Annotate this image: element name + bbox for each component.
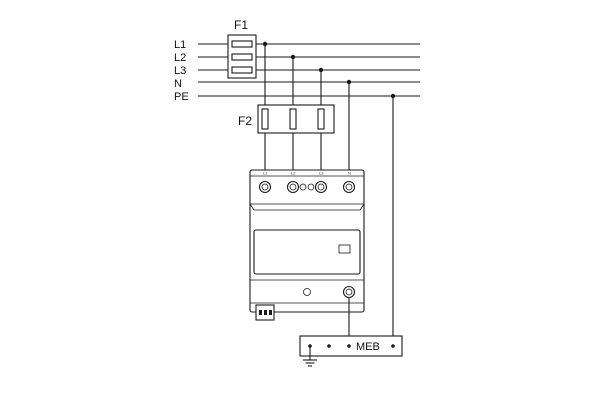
status-indicator-window xyxy=(338,244,351,254)
device-shoulder xyxy=(249,203,365,211)
f1-label: F1 xyxy=(234,18,248,32)
connector-pin-2 xyxy=(264,310,267,315)
meb-bolt-2 xyxy=(327,344,331,348)
conductor-label-pe: PE xyxy=(174,91,189,103)
earth-ground-icon xyxy=(303,346,317,367)
indicator-pair xyxy=(299,183,315,191)
connector-pin-3 xyxy=(269,310,272,315)
f2-label: F2 xyxy=(238,114,252,128)
screw-terminal-n xyxy=(342,180,356,194)
meb-bolt-4 xyxy=(391,344,395,348)
lower-indicator xyxy=(303,288,311,296)
conductor-label-l1: L1 xyxy=(174,39,186,51)
f1-fuse-l2 xyxy=(231,53,253,61)
connector-pin-1 xyxy=(259,310,262,315)
screw-terminal-l1 xyxy=(258,180,272,194)
conductor-label-l3: L3 xyxy=(174,65,186,77)
f2-fuse-l1 xyxy=(261,108,269,130)
conductor-label-l2: L2 xyxy=(174,52,186,64)
surge-protection-device: L1 L2 L3 N xyxy=(249,169,365,321)
conductor-label-n: N xyxy=(174,78,182,90)
device-front-window xyxy=(253,229,361,275)
screw-terminal-pe xyxy=(342,285,356,299)
f2-fuse-l2 xyxy=(289,108,297,130)
terminal-label-l2: L2 xyxy=(291,171,296,176)
terminal-label-l1: L1 xyxy=(263,171,268,176)
screw-terminal-l2 xyxy=(286,180,300,194)
meb-bolt-3 xyxy=(347,344,351,348)
terminal-label-l3: L3 xyxy=(319,171,324,176)
f2-fuse-l3 xyxy=(317,108,325,130)
f1-fuse-l3 xyxy=(231,66,253,74)
terminal-label-n: N xyxy=(348,171,351,176)
meb-bar xyxy=(299,335,403,357)
meb-label: MEB xyxy=(356,341,380,353)
f1-fuse-l1 xyxy=(231,40,253,48)
screw-terminal-l3 xyxy=(314,180,328,194)
